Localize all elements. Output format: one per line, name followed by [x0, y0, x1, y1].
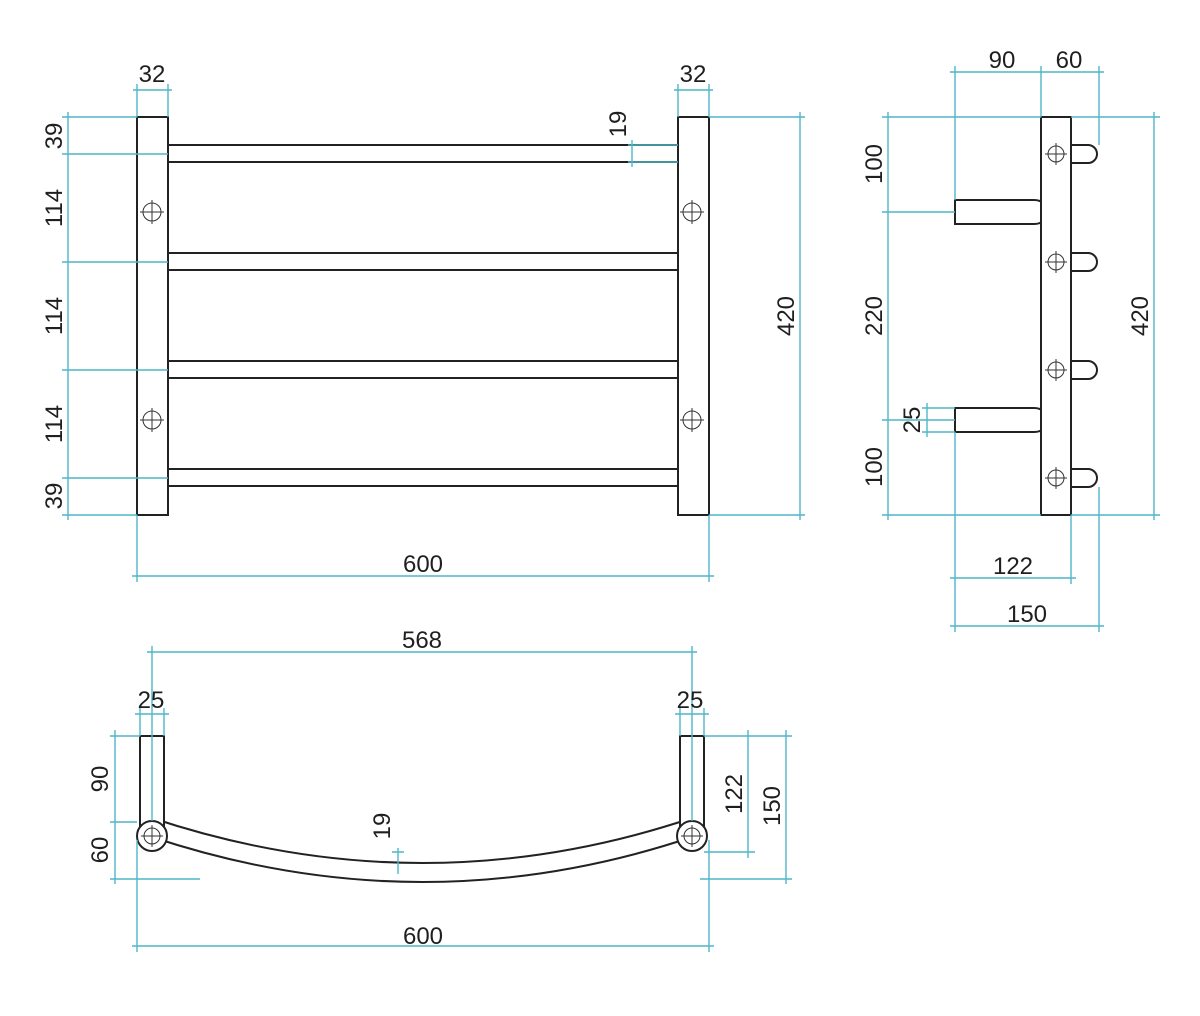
- dim-spacing-top: 39: [41, 123, 68, 150]
- dim-spacing-bottom: 39: [41, 483, 68, 510]
- mounting-hole-crosshair-icon: [140, 408, 164, 432]
- side-view: 90 60 100 220 25 100 420 122 150: [861, 47, 1160, 632]
- dim-top-offset: 100: [861, 144, 888, 184]
- mounting-hole-crosshair-icon: [1045, 467, 1067, 489]
- front-view: 32 32 39 114 114 114 39 19 420 600: [41, 61, 805, 582]
- top-dimension-lines: [110, 646, 792, 952]
- rail-4: [167, 468, 679, 487]
- rail-2: [167, 252, 679, 271]
- dim-top-rail-diameter: 19: [369, 813, 396, 840]
- mounting-hole-crosshair-icon: [1045, 143, 1067, 165]
- dim-spacing-3: 114: [41, 405, 68, 443]
- top-dimension-labels: 568 25 25 90 60 122 150 19 600: [87, 627, 786, 950]
- dim-side-overall-height: 420: [1127, 296, 1154, 336]
- front-dimension-labels: 32 32 39 114 114 114 39 19 420 600: [41, 61, 800, 578]
- dim-rail-diameter: 19: [605, 111, 632, 138]
- dim-spacing-2: 114: [41, 297, 68, 335]
- dim-side-depth-to-rail: 122: [993, 553, 1033, 580]
- dim-bracket-spacing: 220: [861, 296, 888, 336]
- mounting-hole-crosshair-icon: [1045, 251, 1067, 273]
- dim-overall-height: 420: [773, 296, 800, 336]
- dim-post-width-right: 32: [680, 61, 707, 88]
- dim-overall-width: 600: [403, 551, 443, 578]
- left-post: [136, 116, 169, 516]
- mounting-hole-crosshair-icon: [141, 825, 163, 847]
- dim-rail-projection: 60: [1056, 47, 1083, 74]
- front-dimension-lines: [62, 84, 805, 582]
- mounting-hole-crosshair-icon: [1045, 359, 1067, 381]
- dim-rail-depth: 60: [87, 837, 114, 864]
- dim-bottom-offset: 100: [861, 447, 888, 487]
- side-dimension-lines: [882, 66, 1160, 632]
- right-post: [677, 116, 710, 516]
- dim-standoff-bracket: 90: [989, 47, 1016, 74]
- dim-post-diameter-right: 25: [677, 687, 704, 714]
- mounting-hole-crosshair-icon: [681, 825, 703, 847]
- side-rail-stubs: [1070, 144, 1098, 488]
- front-rails: [167, 144, 679, 487]
- mounting-hole-crosshair-icon: [680, 408, 704, 432]
- dim-top-depth-to-rail: 122: [721, 774, 748, 814]
- rail-3: [167, 360, 679, 379]
- mounting-hole-crosshair-icon: [140, 200, 164, 224]
- dim-spacing-1: 114: [41, 189, 68, 227]
- side-dimension-labels: 90 60 100 220 25 100 420 122 150: [861, 47, 1154, 628]
- dim-top-overall-width: 600: [403, 923, 443, 950]
- curved-rail: [151, 816, 693, 883]
- dim-post-diameter-left: 25: [138, 687, 165, 714]
- lower-wall-bracket: [954, 407, 1048, 433]
- rail-1: [167, 144, 679, 163]
- upper-wall-bracket: [954, 199, 1048, 225]
- dim-bracket-depth: 90: [87, 766, 114, 793]
- dim-bracket-diameter: 25: [899, 407, 926, 434]
- dim-top-overall-depth: 150: [759, 786, 786, 826]
- dim-post-width-left: 32: [139, 61, 166, 88]
- top-view: 568 25 25 90 60 122 150 19 600: [87, 627, 792, 952]
- dim-inner-span: 568: [402, 627, 442, 654]
- dim-side-overall-depth: 150: [1007, 601, 1047, 628]
- mounting-hole-crosshair-icon: [680, 200, 704, 224]
- side-post: [1040, 116, 1072, 516]
